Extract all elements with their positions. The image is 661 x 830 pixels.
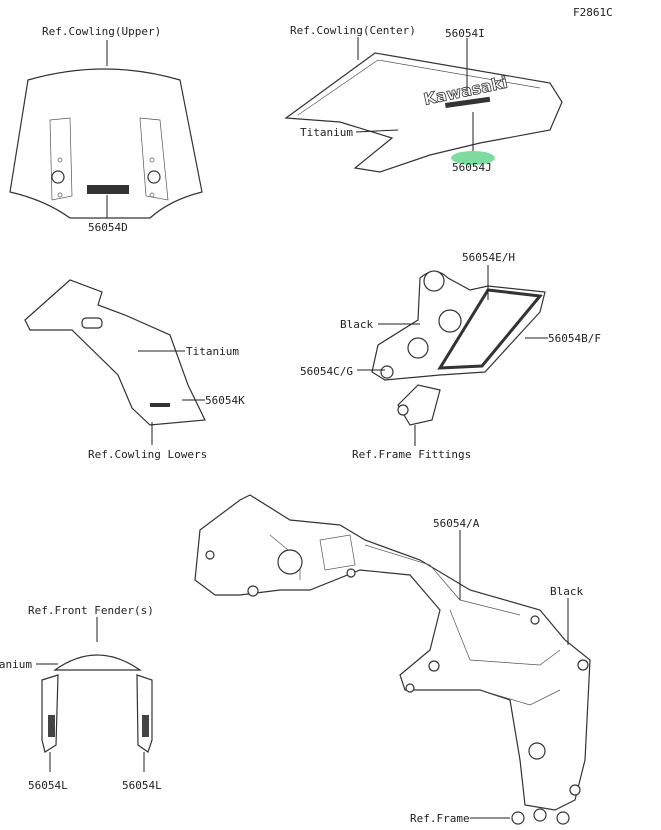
label-cowling-upper: Ref.Cowling(Upper) (42, 25, 161, 38)
label-black-fittings: Black (340, 318, 373, 331)
part-number-56054L-right[interactable]: 56054L (122, 779, 162, 792)
label-cowling-center: Ref.Cowling(Center) (290, 24, 416, 37)
part-number-56054K[interactable]: 56054K (205, 394, 245, 407)
cowling-upper-group: Ref.Cowling(Upper) 56054D (9, 25, 203, 234)
label-black-frame: Black (550, 585, 583, 598)
label-titanium-fender: Titanium (0, 658, 32, 671)
part-number-56054D[interactable]: 56054D (88, 221, 128, 234)
label-frame: Ref.Frame (410, 812, 470, 825)
part-number-56054E-H[interactable]: 56054E/H (462, 251, 515, 264)
highlight-marker (451, 151, 495, 165)
part-number-56054B-F[interactable]: 56054B/F (548, 332, 601, 345)
windscreen (9, 68, 203, 219)
part-number-56054I[interactable]: 56054I (445, 27, 485, 40)
cowling-center-group: Kawasaki Ref.Cowling(Center) 56054I Tita… (284, 24, 563, 174)
kawasaki-decal (87, 185, 129, 194)
figure-id: F2861C (573, 6, 613, 19)
label-titanium-center: Titanium (300, 126, 353, 139)
cowling-lowers-group: Titanium 56054K Ref.Cowling Lowers (24, 279, 245, 461)
front-fender-group: Ref.Front Fender(s) Titanium 56054L 5605… (0, 604, 162, 792)
part-number-56054-A[interactable]: 56054/A (433, 517, 480, 530)
part-number-56054J[interactable]: 56054J (452, 161, 492, 174)
label-front-fender: Ref.Front Fender(s) (28, 604, 154, 617)
part-number-56054C-G[interactable]: 56054C/G (300, 365, 353, 378)
label-frame-fittings: Ref.Frame Fittings (352, 448, 471, 461)
label-cowling-lowers: Ref.Cowling Lowers (88, 448, 207, 461)
frame-group: 56054/A Black Ref.Frame (194, 494, 591, 825)
part-number-56054L-left[interactable]: 56054L (28, 779, 68, 792)
frame-fittings-group: 56054E/H Black 56054B/F 56054C/G Ref.Fra… (300, 251, 601, 461)
label-titanium-lowers: Titanium (186, 345, 239, 358)
